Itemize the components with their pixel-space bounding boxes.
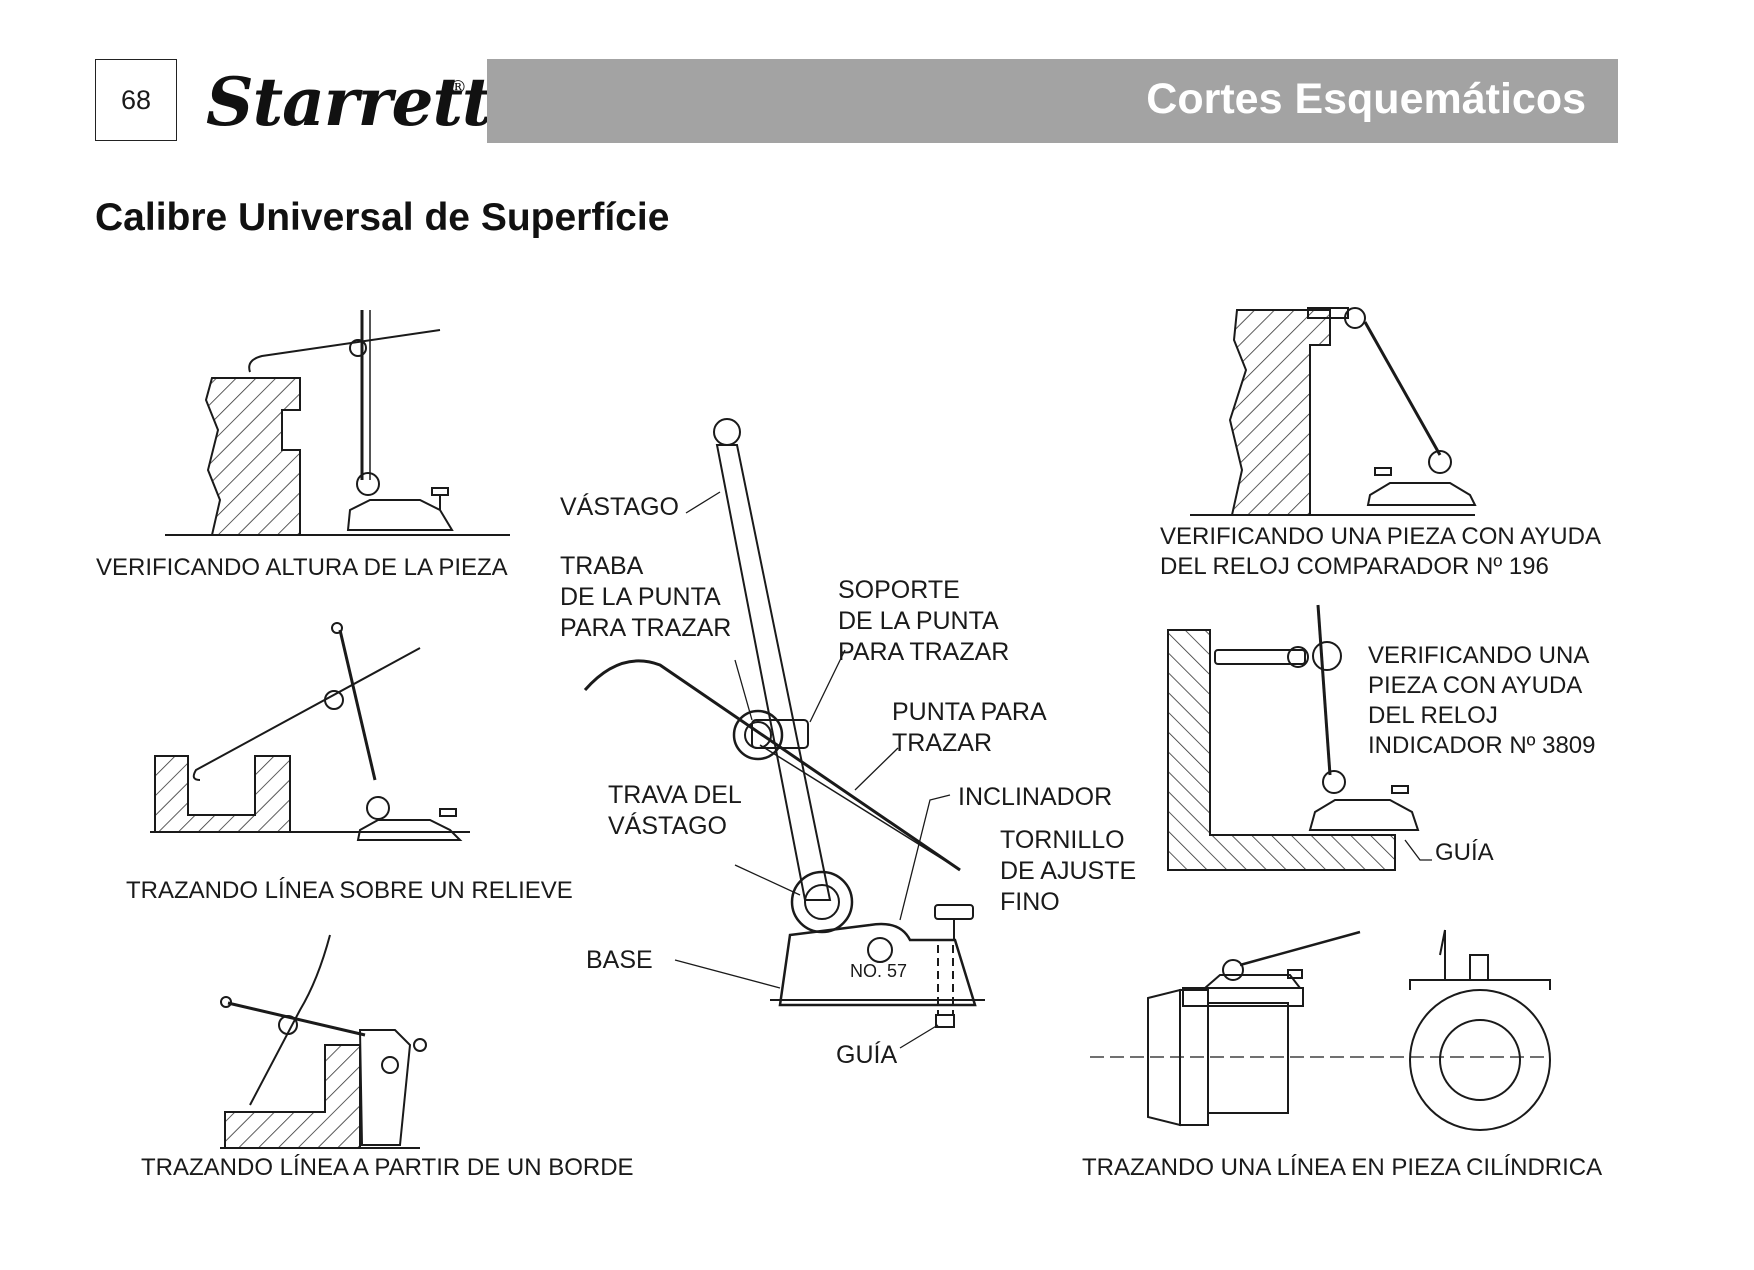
caption-dial-comparator: VERIFICANDO UNA PIEZA CON AYUDA DEL RELO…: [1160, 523, 1601, 580]
caption-dial-indicator-guide: GUÍA: [1435, 839, 1494, 866]
leader-lines: [674, 491, 951, 1049]
model-plate: NO. 57: [850, 961, 907, 981]
page-title: Calibre Universal de Superfície: [95, 196, 670, 239]
label-soporte: SOPORTE DE LA PUNTA PARA TRAZAR: [838, 576, 1010, 666]
starrett-logo: Starrett ®: [206, 62, 492, 142]
figure-check-height: [165, 310, 510, 536]
figure-trace-edge: [220, 934, 427, 1149]
caption-trace-edge: TRAZANDO LÍNEA A PARTIR DE UN BORDE: [141, 1154, 634, 1181]
label-punta: PUNTA PARA TRAZAR: [892, 698, 1047, 757]
registered-mark: ®: [449, 77, 467, 98]
label-traba: TRABA DE LA PUNTA PARA TRAZAR: [560, 552, 732, 642]
label-base: BASE: [586, 946, 653, 974]
caption-cylindrical: TRAZANDO UNA LÍNEA EN PIEZA CILÍNDRICA: [1082, 1154, 1603, 1181]
figure-dial-indicator: [1167, 604, 1432, 871]
section-banner: Cortes Esquemáticos: [487, 59, 1618, 143]
caption-check-height: VERIFICANDO ALTURA DE LA PIEZA: [96, 554, 508, 581]
section-title: Cortes Esquemáticos: [1146, 75, 1586, 123]
brand-name: Starrett: [206, 63, 492, 141]
label-trava: TRAVA DEL VÁSTAGO: [608, 781, 742, 840]
figure-cylindrical: [1090, 929, 1551, 1131]
figure-trace-relief: [150, 622, 470, 841]
figure-dial-comparator: [1190, 307, 1477, 516]
caption-dial-indicator: VERIFICANDO UNA PIEZA CON AYUDA DEL RELO…: [1368, 642, 1596, 759]
label-guia: GUÍA: [836, 1041, 898, 1069]
caption-trace-relief: TRAZANDO LÍNEA SOBRE UN RELIEVE: [126, 877, 573, 904]
label-vastago: VÁSTAGO: [560, 493, 680, 521]
label-inclinador: INCLINADOR: [958, 783, 1113, 811]
label-tornillo: TORNILLO DE AJUSTE FINO: [1000, 826, 1137, 916]
page-number: 68: [95, 59, 177, 141]
figure-main-gauge: [583, 418, 985, 1028]
